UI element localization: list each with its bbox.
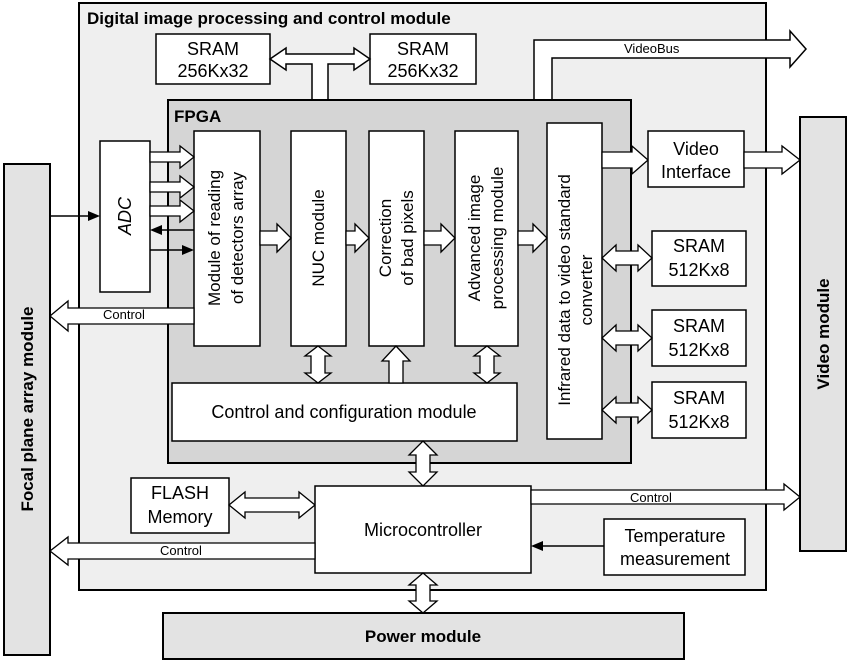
sram-top-right-line2: 256Kx32	[387, 61, 458, 81]
focal-plane-label: Focal plane array module	[18, 306, 37, 511]
sram-right-1-box	[651, 230, 747, 287]
adc-to-reading-arrow-2	[149, 174, 196, 200]
converter-line1: Infrared data to video standard	[555, 174, 574, 406]
video-interface-box	[647, 130, 745, 188]
reading-module-line2: of detectors array	[228, 171, 247, 304]
control-config-box	[171, 382, 518, 442]
sram-right-2-box	[651, 309, 747, 367]
correction-to-advanced-arrow	[423, 222, 456, 254]
sram-right-1-line2: 512Kx8	[668, 260, 729, 280]
flash-line1: FLASH	[151, 483, 209, 503]
sram-right-2-line1: SRAM	[673, 316, 725, 336]
mcu-video-control-label: Control	[630, 490, 672, 505]
video-interface-to-video-module-arrow	[743, 144, 802, 176]
temperature-line1: Temperature	[624, 526, 725, 546]
sram-top-right-line1: SRAM	[397, 39, 449, 59]
sram-top-left-line2: 256Kx32	[177, 61, 248, 81]
adc-control-label: Control	[103, 307, 145, 322]
correction-module-line1: Correction	[376, 199, 395, 277]
video-module-box	[799, 116, 847, 552]
sram-right-1-arrow	[601, 243, 653, 273]
power-module-label: Power module	[365, 627, 481, 646]
reading-module-line1: Module of reading	[205, 170, 224, 306]
reading-to-nuc-arrow	[259, 222, 292, 254]
sram-right-2-line2: 512Kx8	[668, 340, 729, 360]
sram-top-left-line1: SRAM	[187, 39, 239, 59]
sram-top-bus-arrow	[268, 46, 372, 129]
correction-module-line2: of bad pixels	[398, 190, 417, 285]
temperature-line2: measurement	[620, 549, 730, 569]
nuc-to-correction-arrow	[345, 222, 370, 254]
converter-to-video-interface-arrow	[601, 144, 649, 176]
microcontroller-box	[314, 485, 532, 574]
microcontroller-label: Microcontroller	[364, 520, 482, 540]
mcu-to-focal-control-arrow	[48, 535, 316, 567]
advanced-to-converter-arrow	[517, 222, 548, 254]
fpga-title: FPGA	[174, 107, 221, 126]
flash-box	[130, 477, 230, 534]
power-module-box	[162, 612, 685, 660]
converter-box	[546, 122, 603, 440]
sram-top-left-box	[155, 33, 271, 85]
advanced-module-line2: processing module	[488, 167, 507, 310]
digital-module-title: Digital image processing and control mod…	[87, 9, 451, 28]
video-interface-line1: Video	[673, 139, 719, 159]
adc-box	[99, 140, 151, 293]
temperature-to-mcu-arrowhead	[531, 541, 543, 551]
videobus-label: VideoBus	[624, 41, 680, 56]
sram-right-2-arrow	[601, 323, 653, 353]
adc-label: ADC	[115, 196, 135, 236]
reading-to-adc-arrowhead-2	[182, 245, 194, 255]
advanced-module-line1: Advanced image	[465, 175, 484, 302]
video-module-label: Video module	[814, 278, 833, 389]
control-config-label: Control and configuration module	[211, 402, 476, 422]
sram-right-1-line1: SRAM	[673, 236, 725, 256]
nuc-module-label: NUC module	[309, 189, 328, 286]
focal-to-adc-arrowhead	[88, 211, 100, 221]
video-interface-line2: Interface	[661, 162, 731, 182]
sram-right-3-line2: 512Kx8	[668, 412, 729, 432]
adc-to-reading-arrow-1	[149, 144, 196, 170]
config-to-correction-arrow	[380, 345, 412, 384]
adc-to-reading-arrow-3	[149, 198, 196, 224]
reading-to-adc-arrowhead-1	[150, 225, 162, 235]
sram-right-3-line1: SRAM	[673, 388, 725, 408]
mcu-power-arrow	[407, 572, 439, 614]
converter-line2: converter	[577, 254, 596, 325]
advanced-config-arrow	[472, 345, 502, 384]
mcu-focal-control-label: Control	[160, 543, 202, 558]
adc-control-arrow	[48, 299, 195, 333]
focal-plane-box	[3, 163, 51, 656]
sram-right-3-box	[651, 381, 747, 439]
videobus-arrow	[533, 29, 808, 101]
sram-right-3-arrow	[601, 395, 653, 425]
temperature-box	[603, 518, 746, 576]
mcu-to-video-control-arrow	[530, 482, 802, 512]
reading-module-box	[193, 130, 261, 347]
flash-line2: Memory	[147, 507, 212, 527]
nuc-config-arrow	[303, 345, 333, 384]
